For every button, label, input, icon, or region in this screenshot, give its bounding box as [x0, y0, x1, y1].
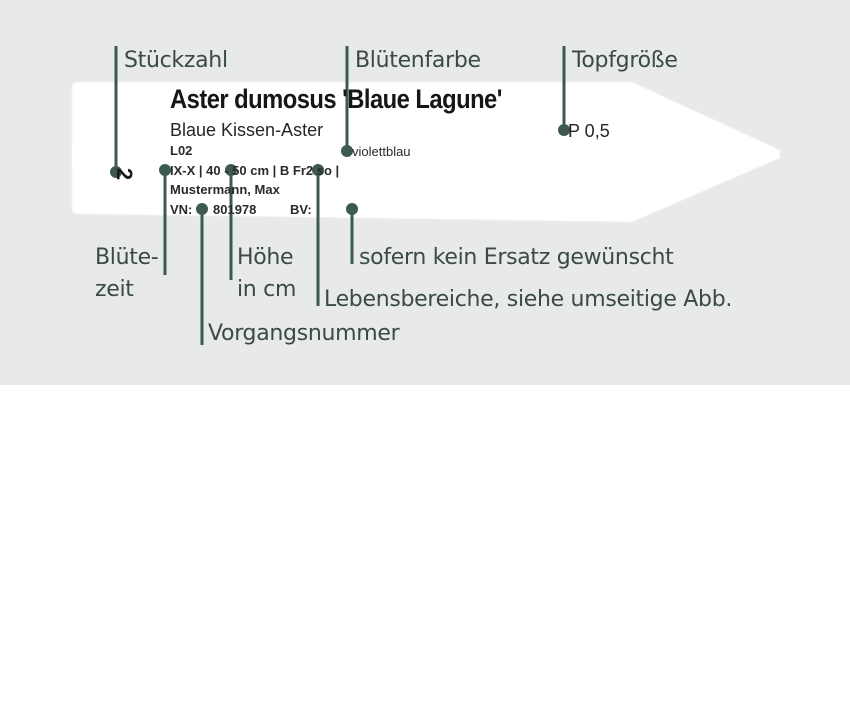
marker-vorgangsnummer — [196, 203, 208, 215]
marker-bluetezeit — [159, 164, 171, 176]
details-line: IX-X | 40 - 50 cm | B Fr2 so | — [170, 163, 340, 178]
annotation-vorgangsnummer: Vorgangsnummer — [208, 321, 400, 346]
annotation-hoehe-line1: Höhe — [237, 245, 294, 270]
tag-notch — [72, 148, 82, 166]
annotation-stueckzahl: Stückzahl — [124, 48, 228, 73]
bv-label: BV: — [290, 202, 312, 217]
order-prefix: VN: — [170, 202, 193, 217]
annotation-lebensbereiche: Lebensbereiche, siehe umseitige Abb. — [324, 287, 733, 312]
common-name: Blaue Kissen-Aster — [170, 120, 324, 140]
customer-name: Mustermann, Max — [170, 182, 280, 197]
pot-size: P 0,5 — [568, 121, 610, 141]
annotation-bluetezeit-line2: zeit — [95, 277, 134, 302]
order-number: 801978 — [213, 202, 257, 217]
marker-lebensbereiche — [312, 164, 324, 176]
plant-tag-shape — [71, 81, 781, 223]
annotation-bluetezeit-line1: Blüte- — [95, 245, 159, 270]
annotation-hoehe-line2: in cm — [237, 277, 297, 302]
label-code: L02 — [170, 143, 193, 158]
botanical-name: Aster dumosus 'Blaue Lagune' — [170, 84, 502, 114]
annotation-topfgroesse: Topfgröße — [572, 48, 678, 73]
annotation-bluetenfarbe: Blütenfarbe — [355, 48, 481, 73]
marker-ersatz — [346, 203, 358, 215]
marker-hoehe — [225, 164, 237, 176]
marker-topfgroesse — [558, 124, 570, 136]
marker-bluetenfarbe — [341, 145, 353, 157]
marker-stueckzahl — [110, 166, 122, 178]
quantity: 2 — [112, 167, 138, 181]
flower-color: violettblau — [352, 144, 411, 159]
annotation-ersatz: sofern kein Ersatz gewünscht — [359, 245, 674, 270]
plant-tag-diagram — [71, 46, 781, 345]
